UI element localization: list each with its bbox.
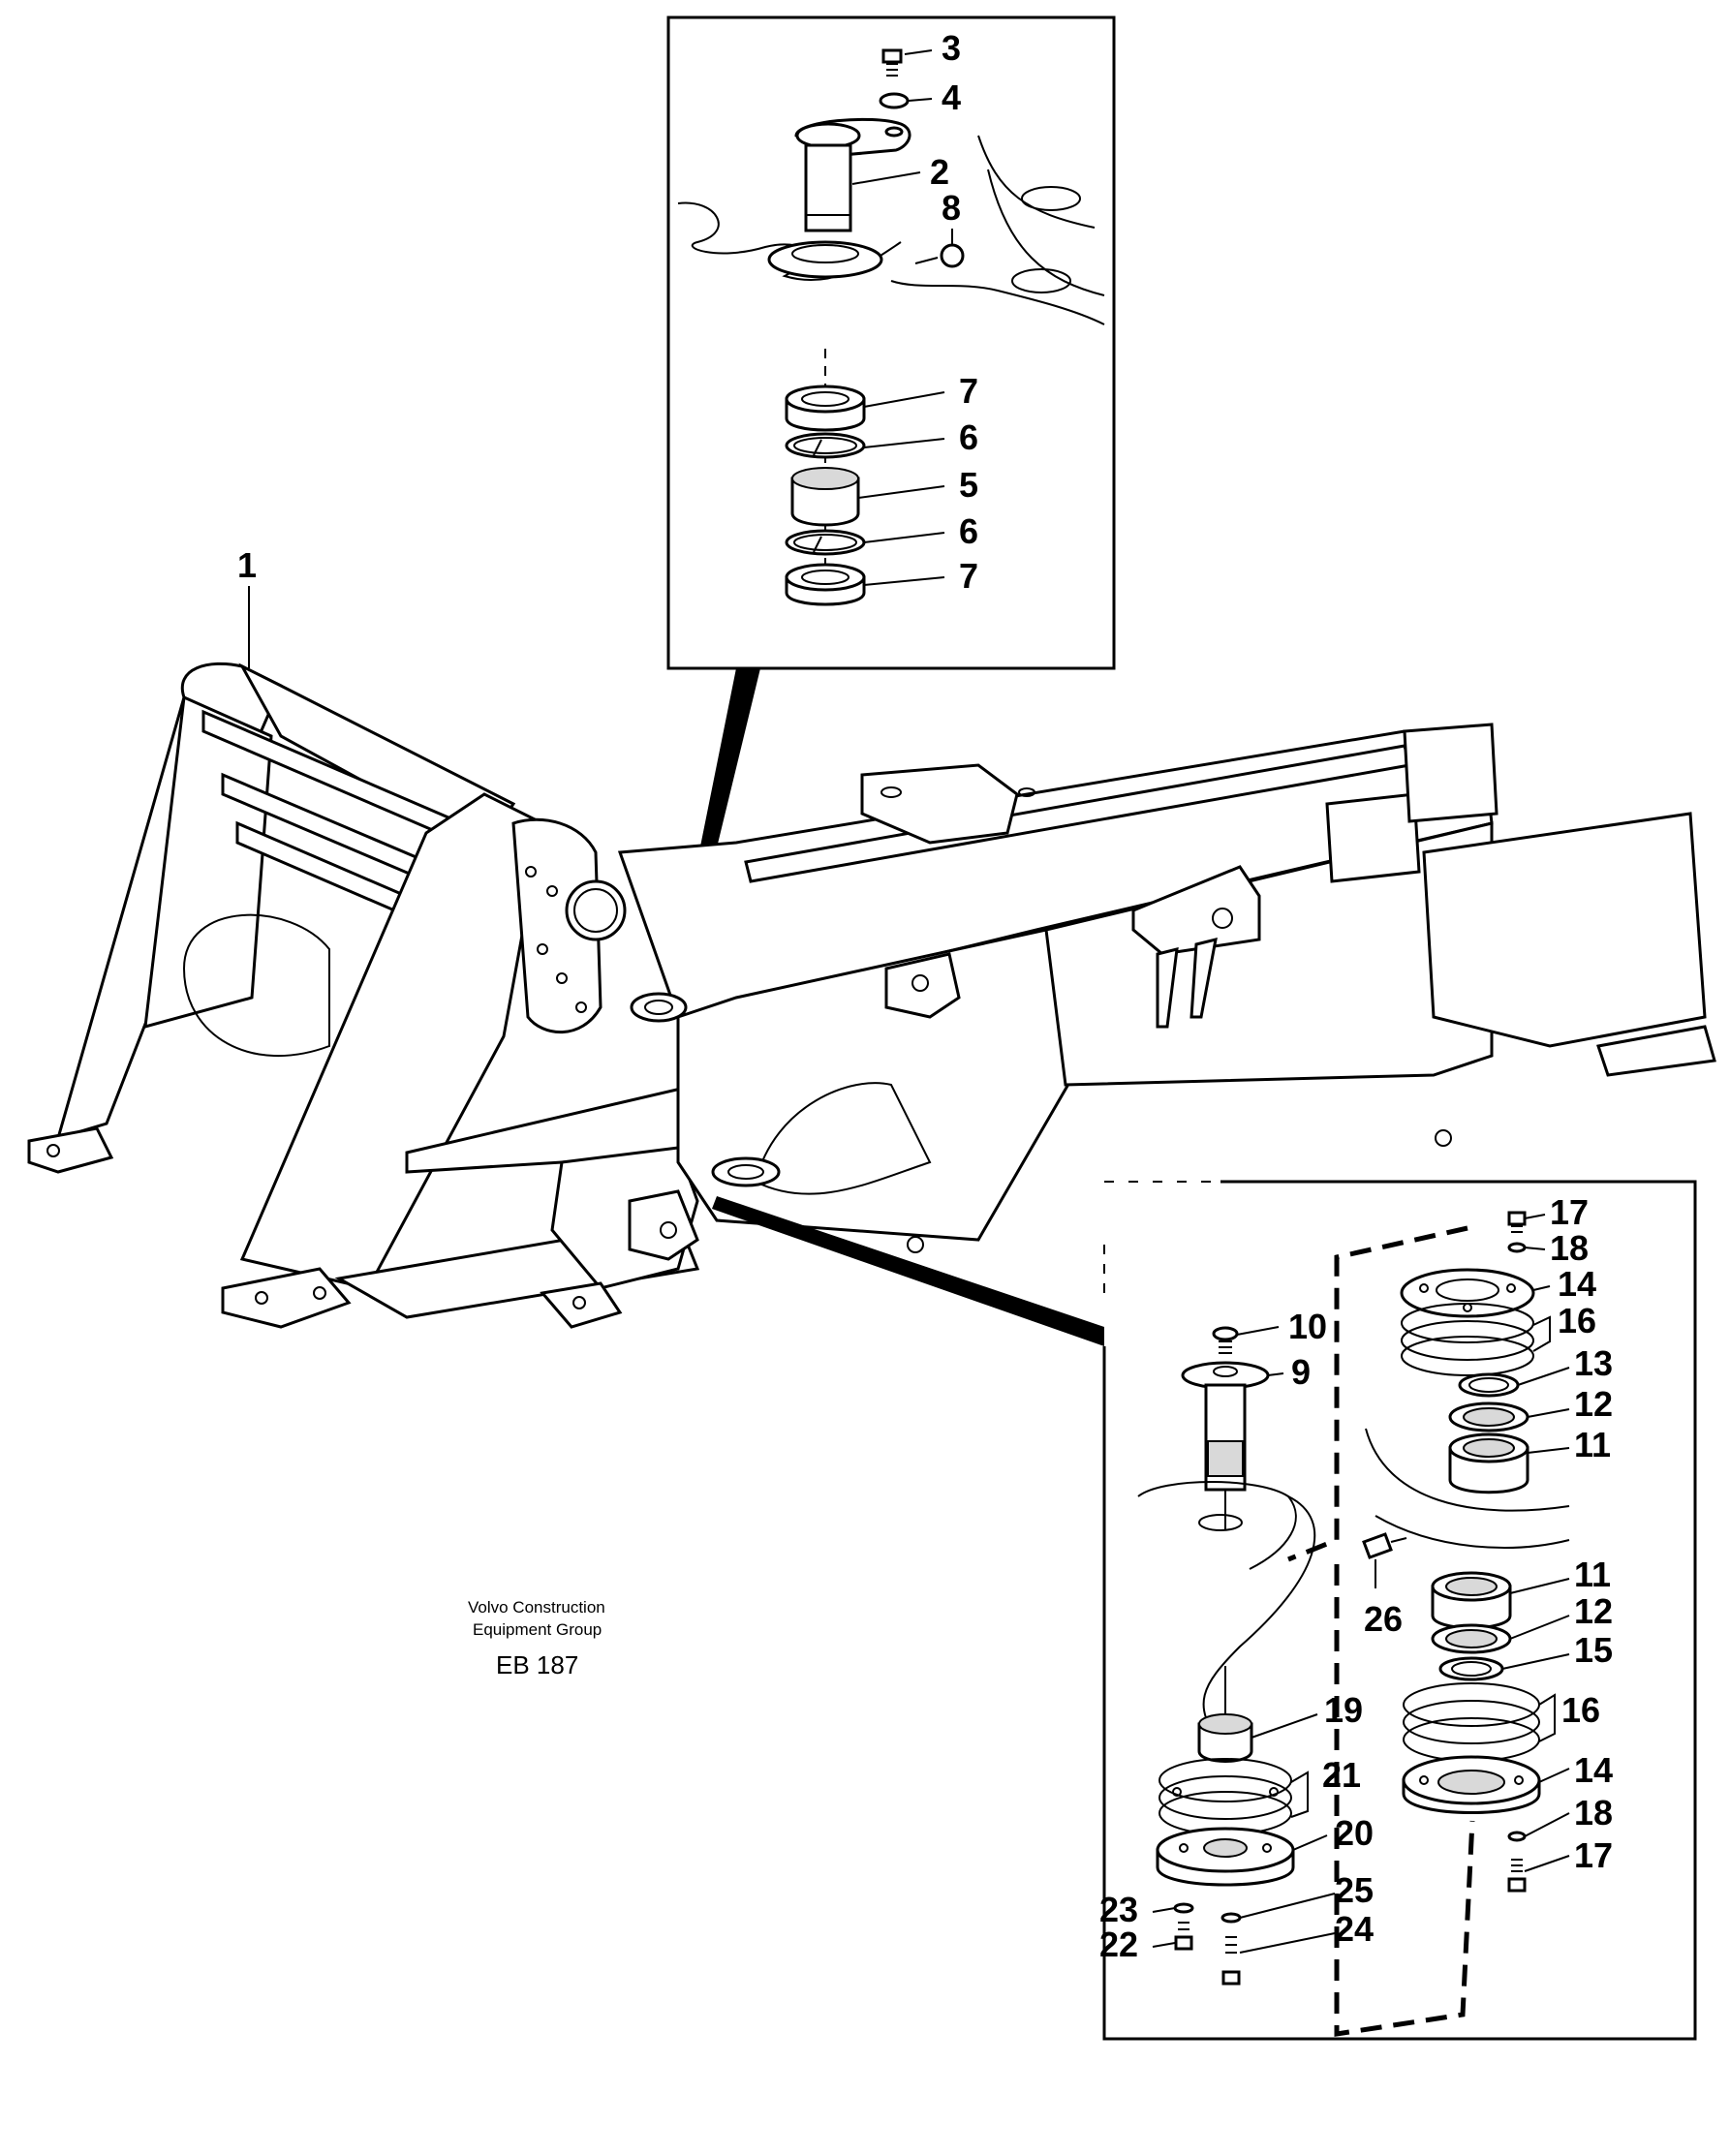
bolt-part-22	[1174, 1922, 1193, 1951]
label-14-lower: 14	[1574, 1750, 1613, 1790]
bearing-part-5	[790, 467, 860, 527]
label-10: 10	[1288, 1307, 1327, 1346]
bottom-inset-leader-lines	[1152, 1214, 1570, 1954]
flange-part-14-lower	[1402, 1755, 1541, 1814]
label-21: 21	[1322, 1755, 1361, 1795]
seal-part-7-upper	[785, 385, 866, 432]
label-25: 25	[1335, 1870, 1374, 1910]
washer-part-23	[1173, 1902, 1194, 1914]
bolt-part-17-upper	[1507, 1211, 1527, 1233]
pin-seat-ring	[767, 240, 883, 279]
label-17-upper: 17	[1550, 1192, 1589, 1232]
label-5: 5	[959, 465, 978, 505]
seal-part-7-lower	[785, 563, 866, 606]
washer-part-4	[879, 92, 910, 109]
top-inset-frame	[666, 15, 1116, 670]
ring-part-15	[1438, 1656, 1504, 1681]
label-1: 1	[237, 545, 257, 585]
washer-part-25	[1220, 1912, 1242, 1924]
label-9: 9	[1291, 1352, 1311, 1392]
caption-line-2: Equipment Group	[473, 1620, 602, 1639]
label-3: 3	[942, 28, 961, 68]
lower-group-bracket	[1334, 1564, 1475, 2037]
grease-nipple-part-26	[1362, 1532, 1407, 1588]
flange-part-14-upper	[1400, 1268, 1535, 1318]
label-7-upper: 7	[959, 371, 978, 411]
seal-part-12-upper	[1448, 1401, 1529, 1432]
shims-part-16-lower	[1403, 1682, 1540, 1762]
label-26: 26	[1364, 1599, 1403, 1639]
label-14-upper: 14	[1558, 1264, 1596, 1304]
bottom-inset: 10 9 17 18 14 16 13 12 11 26 11 12 15 19…	[1099, 1180, 1697, 2041]
label-12-lower: 12	[1574, 1591, 1613, 1631]
front-frame: 1	[27, 545, 719, 1329]
label-7-lower: 7	[959, 556, 978, 596]
bolt-part-10	[1212, 1326, 1239, 1354]
shims-part-21	[1158, 1758, 1292, 1835]
washer-part-18-upper	[1507, 1242, 1527, 1253]
caption-line-1: Volvo Construction	[468, 1598, 605, 1617]
label-6-lower: 6	[959, 511, 978, 551]
label-8: 8	[942, 188, 961, 228]
shims-part-16-upper	[1401, 1303, 1534, 1376]
label-16-upper: 16	[1558, 1301, 1596, 1340]
pin-part-2	[794, 117, 911, 232]
bushing-part-19	[1197, 1666, 1253, 1763]
circlip-part-6-upper	[785, 432, 866, 459]
label-17-lower: 17	[1574, 1835, 1613, 1875]
bolt-part-17-lower	[1507, 1859, 1527, 1893]
label-15: 15	[1574, 1630, 1613, 1670]
grease-nipple-part-8	[914, 243, 965, 268]
label-2: 2	[930, 152, 949, 192]
rear-frame	[617, 723, 1716, 1253]
circlip-part-6-lower	[785, 529, 866, 556]
label-16-lower: 16	[1561, 1690, 1600, 1730]
caption-code: EB 187	[496, 1650, 578, 1679]
caption-block: Volvo Construction Equipment Group EB 18…	[468, 1598, 605, 1679]
label-19: 19	[1324, 1690, 1363, 1730]
label-6-upper: 6	[959, 417, 978, 457]
label-12-upper: 12	[1574, 1384, 1613, 1424]
label-11-lower: 11	[1574, 1555, 1611, 1594]
cover-part-20	[1156, 1827, 1295, 1887]
bolt-part-24	[1221, 1936, 1241, 1986]
label-18-upper: 18	[1550, 1228, 1589, 1268]
bearing-part-11-lower	[1431, 1571, 1512, 1630]
label-11-upper: 11	[1574, 1425, 1611, 1464]
pin-part-9	[1181, 1361, 1270, 1530]
seal-part-12-lower	[1431, 1623, 1512, 1654]
label-23: 23	[1099, 1890, 1138, 1929]
label-18-lower: 18	[1574, 1793, 1613, 1833]
label-4: 4	[942, 77, 961, 117]
label-20: 20	[1335, 1813, 1374, 1853]
bolt-part-3	[881, 48, 903, 77]
ring-part-13	[1458, 1372, 1520, 1398]
top-inset: 3 4 2 8 7 6 5 6 7	[666, 15, 1116, 670]
top-inset-frame-outline	[677, 135, 1105, 325]
bearing-part-11-upper	[1448, 1432, 1529, 1494]
bottom-inset-pointer	[712, 1196, 1104, 1346]
label-13: 13	[1574, 1343, 1613, 1383]
washer-part-18-lower	[1507, 1831, 1527, 1842]
label-22: 22	[1099, 1925, 1138, 1964]
top-inset-leader-lines	[851, 49, 953, 586]
label-24: 24	[1335, 1909, 1374, 1949]
